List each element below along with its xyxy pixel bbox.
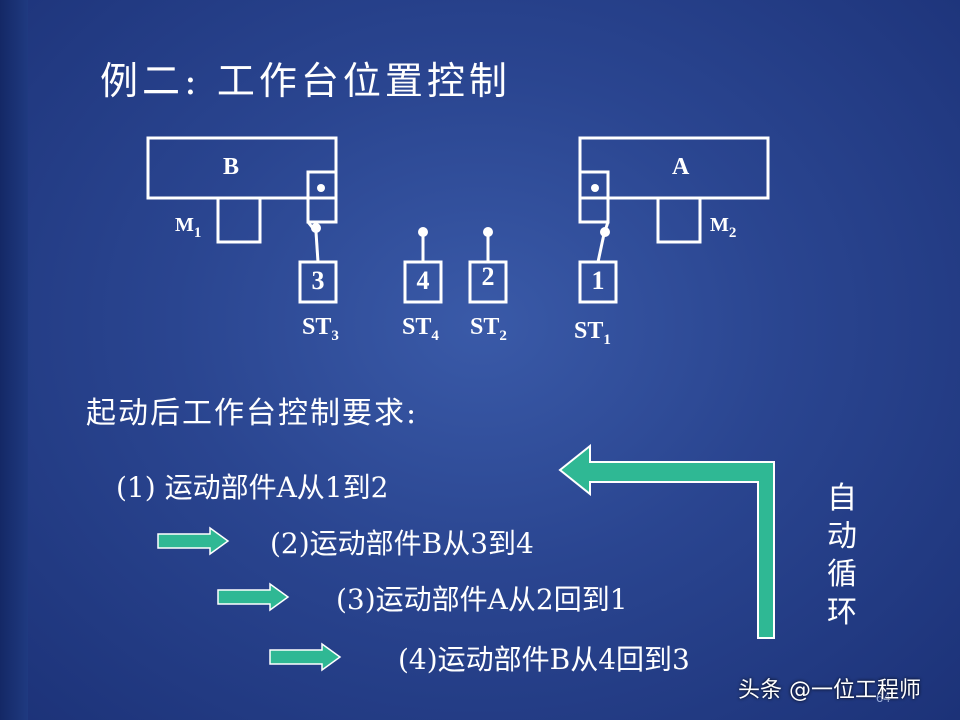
loop-char-1: 自 [827,481,857,516]
switch-1-stem [596,233,606,263]
switch-4-number: 4 [416,266,430,295]
step-1: (1) 运动部件A从1到2 [116,471,389,504]
step-2: (2)运动部件B从3到4 [270,527,534,560]
loop-arrow [558,443,775,639]
loop-char-2: 动 [827,519,857,554]
switch-1-roller [600,227,610,237]
switch-2-number: 2 [481,262,495,291]
step-4: (4)运动部件B从4回到3 [398,643,690,676]
st1-label: ST1 [574,318,611,348]
switch-1-number: 1 [591,266,605,295]
auto-loop-label: 自 动 循 环 [822,480,862,632]
step-4-arrow [269,642,342,672]
part-a-cam-dot [591,184,599,192]
motor-m1-box [216,196,262,244]
step-2-arrow [157,526,230,556]
slide-title: 例二: 工作台位置控制 [100,59,511,103]
st2-label: ST2 [470,314,507,344]
step-3-arrow [217,582,290,612]
part-b-label: B [223,154,240,180]
motor-m2-box [656,196,702,244]
step-3: (3)运动部件A从2回到1 [336,583,628,616]
motor-m1-label: M1 [175,214,202,241]
loop-char-3: 循 [827,557,857,592]
loop-char-4: 环 [827,595,857,630]
switch-4-roller [418,227,428,237]
switch-3-stem [314,231,320,263]
watermark: 头条 @一位工程师 [738,678,921,703]
motor-m2-label: M2 [710,214,737,241]
left-strip [0,0,28,720]
part-a-cam [578,170,610,224]
part-b-cam-dot [317,184,325,192]
switch-3-number: 3 [311,266,325,295]
switch-2-roller [483,227,493,237]
st4-label: ST4 [402,314,439,344]
part-a-label: A [672,154,690,180]
page-number: 64 [876,690,891,705]
st3-label: ST3 [302,314,339,344]
switch-3-roller [311,223,321,233]
step-arrows [157,526,342,672]
requirements-heading: 起动后工作台控制要求: [86,396,419,431]
part-b-cam [306,170,338,224]
